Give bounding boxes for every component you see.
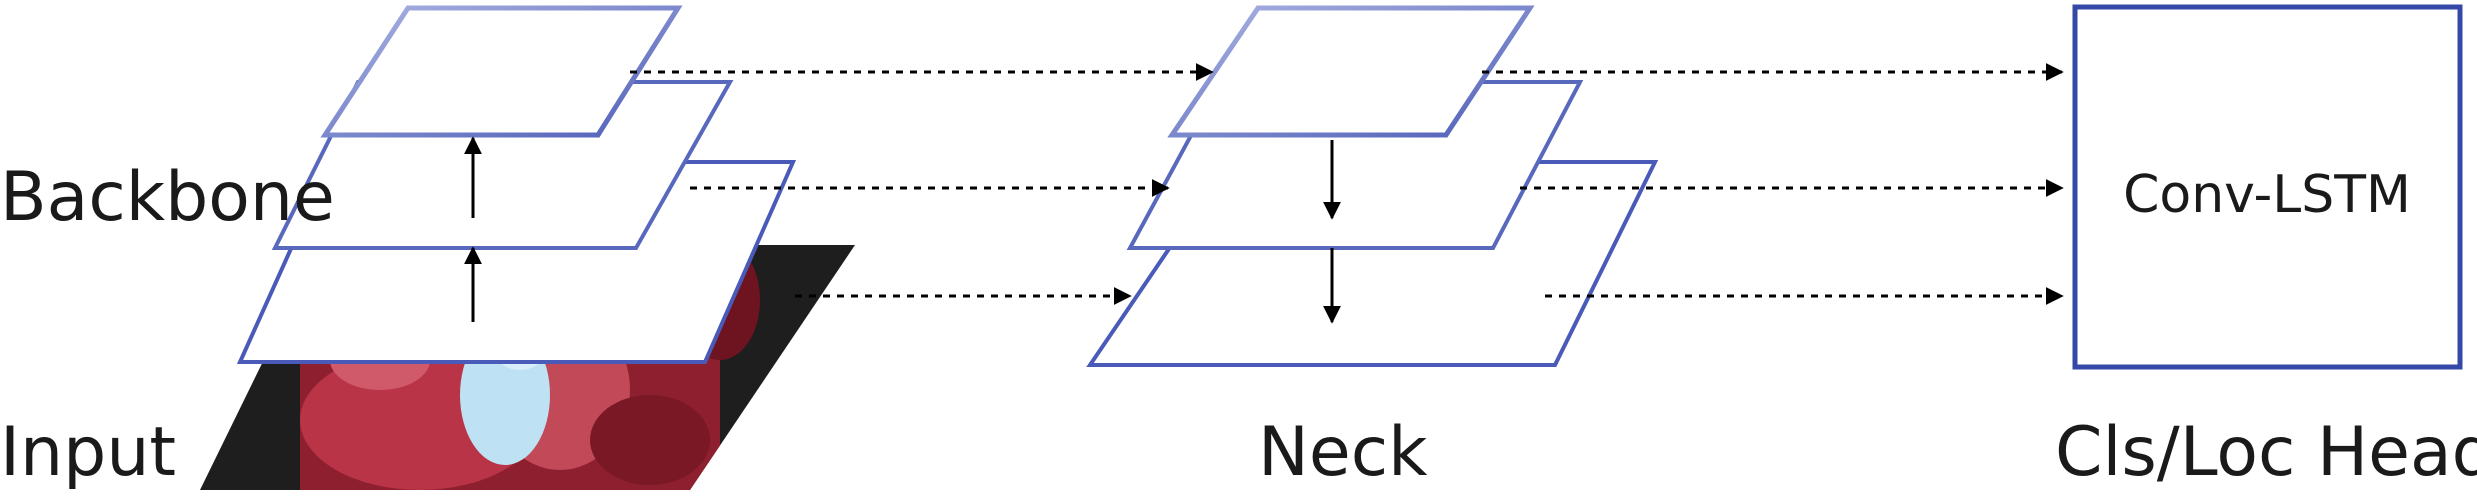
backbone-layer-1 [320, 5, 683, 138]
heads-label: Cls/Loc Heads [2055, 413, 2477, 492]
backbone-stack [236, 5, 797, 364]
backbone-label: Backbone [0, 158, 335, 237]
neck-stack [1086, 5, 1659, 367]
lateral-connections [630, 63, 2064, 305]
neck-layer-1 [1167, 5, 1535, 138]
convlstm-box [2072, 4, 2463, 370]
input-label: Input [0, 413, 176, 492]
neck-label: Neck [1258, 413, 1428, 492]
convlstm-label: Conv-LSTM [2123, 165, 2411, 225]
